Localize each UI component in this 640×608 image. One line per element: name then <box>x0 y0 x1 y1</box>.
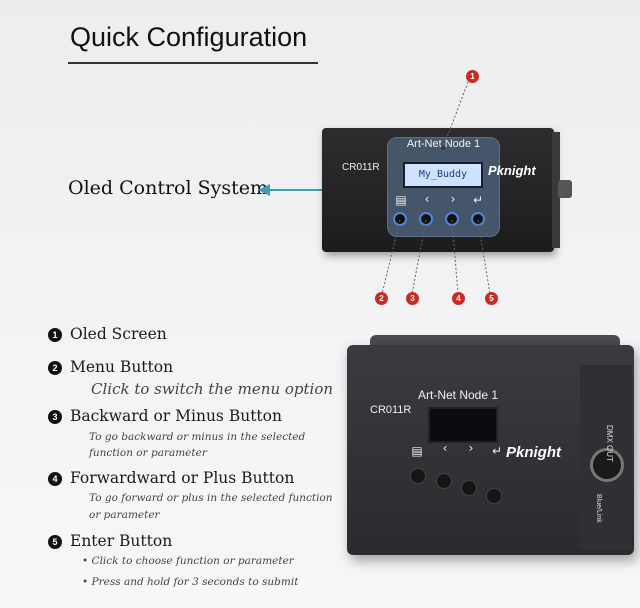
feature-desc-3a: To go backward or minus in the selected <box>89 431 306 443</box>
feature-number-1: 1 <box>48 328 62 342</box>
enter-icon: ↵ <box>472 193 484 207</box>
oled-control-label: Oled Control System <box>68 177 268 199</box>
bottom-oled-screen <box>428 407 498 443</box>
feature-title-4: Forwardward or Plus Button <box>70 469 295 487</box>
menu-icon: ▤ <box>411 444 423 458</box>
chevron-left-icon: ‹ <box>442 441 448 455</box>
marker-1: 1 <box>466 70 479 83</box>
bottom-backward-button[interactable] <box>436 473 452 489</box>
bottom-menu-button[interactable] <box>410 468 426 484</box>
top-device-side <box>552 132 560 248</box>
top-enter-button[interactable] <box>471 212 485 226</box>
chevron-left-icon: ‹ <box>424 192 430 206</box>
feature-title-1: Oled Screen <box>70 325 167 343</box>
feature-number-2: 2 <box>48 361 62 375</box>
marker-3: 3 <box>406 292 419 305</box>
top-oled-screen: My_Buddy <box>403 162 483 188</box>
feature-bullet-5a: • Click to choose function or parameter <box>82 555 294 567</box>
top-menu-button[interactable] <box>393 212 407 226</box>
feature-desc-4a: To go forward or plus in the selected fu… <box>89 492 333 504</box>
feature-title-5: Enter Button <box>70 532 173 550</box>
top-model-label: CR011R <box>342 162 380 173</box>
marker-5: 5 <box>485 292 498 305</box>
page-title: Quick Configuration <box>70 22 308 52</box>
blue-link-label: Blue/Link <box>595 494 602 523</box>
top-panel-title: Art-Net Node 1 <box>406 138 481 150</box>
marker-2: 2 <box>375 292 388 305</box>
top-backward-button[interactable] <box>419 212 433 226</box>
bottom-enter-button[interactable] <box>486 488 502 504</box>
xlr-connector <box>590 448 624 482</box>
feature-desc-2: Click to switch the menu option <box>91 380 334 398</box>
leader-lines <box>381 81 491 295</box>
feature-title-2: Menu Button <box>70 358 174 376</box>
enter-icon: ↵ <box>491 444 503 458</box>
feature-number-5: 5 <box>48 535 62 549</box>
bottom-panel-title: Art-Net Node 1 <box>418 388 499 402</box>
menu-icon: ▤ <box>395 193 407 207</box>
bottom-model-label: CR011R <box>370 404 412 416</box>
feature-desc-3b: function or parameter <box>89 447 207 459</box>
title-underline <box>68 62 318 64</box>
bottom-forward-button[interactable] <box>461 480 477 496</box>
feature-title-3: Backward or Minus Button <box>70 407 282 425</box>
marker-4: 4 <box>452 292 465 305</box>
chevron-right-icon: › <box>450 192 456 206</box>
dmx-out-label: DMX OUT <box>605 425 614 462</box>
feature-desc-4b: or parameter <box>89 509 160 521</box>
bottom-brand-logo: Pknight <box>506 444 561 461</box>
feature-number-3: 3 <box>48 410 62 424</box>
top-brand-logo: Pknight <box>488 163 536 178</box>
feature-bullet-5b: • Press and hold for 3 seconds to submit <box>82 576 299 588</box>
arrow-left-icon <box>258 184 322 196</box>
antenna-knob <box>558 180 572 198</box>
feature-number-4: 4 <box>48 472 62 486</box>
chevron-right-icon: › <box>468 441 474 455</box>
